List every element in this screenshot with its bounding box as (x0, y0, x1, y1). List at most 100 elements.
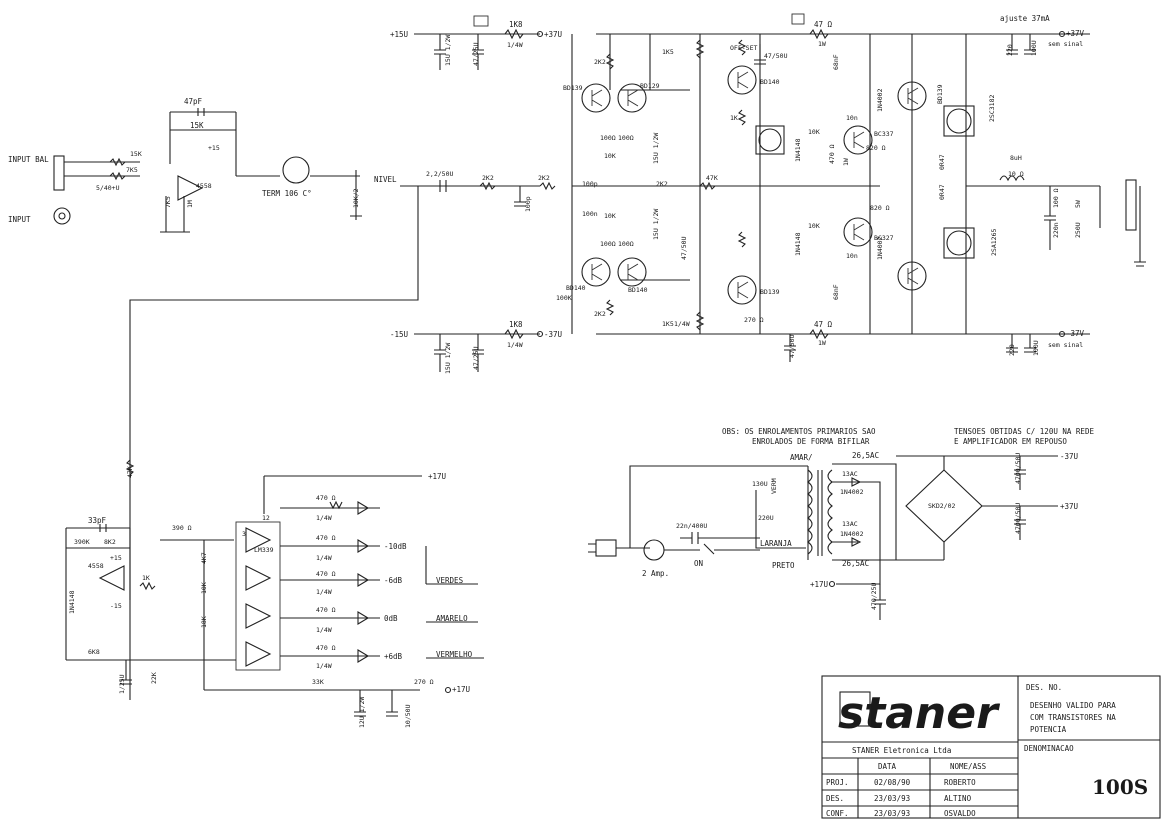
verdes: VERDES (436, 576, 464, 585)
r-100: 100 Ω (1052, 188, 1060, 208)
transistor-bd140-b (581, 257, 611, 287)
c-220-top: 220 (1006, 44, 1014, 56)
sem-sinal-bottom: sem sinal (1048, 341, 1083, 349)
offset-label: OFF-SET (730, 44, 757, 52)
verm: VERM (770, 478, 778, 494)
rail-pos37-in: +37U (544, 30, 562, 39)
rca-jack (53, 207, 71, 225)
c-47-50-b: 47/50U (788, 334, 796, 358)
r-10k-b: 10K (808, 128, 820, 136)
cap-22n: 22n/400U (676, 522, 707, 530)
r-7k5-a: 7K5 (126, 166, 138, 174)
on-label: ON (694, 559, 703, 568)
c-220-bot: 220 (1008, 344, 1016, 356)
op-n15-vu: -15 (110, 602, 122, 610)
row2-date: 23/03/93 (874, 794, 910, 803)
r-22k: 22K (150, 672, 158, 684)
vermelho: VERMELHO (436, 650, 473, 659)
pin12: 12 (262, 514, 270, 522)
r-100-b: 100Ω (618, 134, 634, 142)
title-block: staner DES. NO. DESENHO VALIDO PARA COM … (821, 675, 1161, 819)
pos17: +17U (810, 580, 828, 589)
bd140-a: BD140 (760, 78, 780, 86)
r-470-a: 470 Ω (316, 494, 336, 502)
r-1k8-top: 1K8 (509, 20, 523, 29)
r-15k-a: 15K (130, 150, 142, 158)
transistor-bd129 (617, 83, 647, 113)
input-label: INPUT (8, 215, 31, 224)
power-supply: OBS: OS ENROLAMENTOS PRIMARIOS SAO ENROL… (588, 427, 1094, 620)
thermal-switch (282, 156, 310, 184)
pot-10k: 10K/2 (352, 188, 360, 208)
transistor-bd139-a (581, 83, 611, 113)
r-10k-e: 10K (808, 222, 820, 230)
col-data: DATA (878, 762, 897, 771)
r-47-bot: 47 Ω (814, 320, 833, 329)
transistor-bc337 (843, 125, 873, 155)
c-150: 15U 1/2W (652, 133, 660, 164)
r-0r47-b: 0R47 (938, 184, 946, 200)
row3-date: 23/03/93 (874, 809, 910, 818)
d-1n4148-b: 1N4148 (794, 232, 802, 256)
bd139-d: BD139 (936, 84, 944, 104)
r-22k: 2K2 (656, 180, 668, 188)
bd140-c: BD140 (628, 286, 648, 294)
r-1k8-top-w: 1/4W (507, 41, 523, 49)
d-1n4148-vu: 1N4148 (68, 590, 76, 614)
r-1k5: 1K5 (662, 48, 674, 56)
transistor-bc327 (843, 217, 873, 247)
lvl-0: 0dB (384, 614, 398, 623)
c-100-bot: 100U (1032, 340, 1040, 356)
r-33k: 33K (312, 678, 324, 686)
r-390k: 390K (74, 538, 90, 546)
r-1k5-b: 1K5 (662, 320, 674, 328)
r-1w: 1W (842, 158, 850, 166)
c-150-b: 15U 1/2W (652, 209, 660, 240)
r-1k-w: 1/4W (674, 320, 690, 328)
c-47pf: 47pF (184, 97, 203, 106)
c-47-25: 47/25U (472, 42, 480, 66)
ac-bot: 26,5AC (842, 559, 869, 568)
fuse-label: 2 Amp. (642, 569, 669, 578)
bd139-c: BD139 (760, 288, 780, 296)
r-100-d: 100Ω (618, 240, 634, 248)
fuse (643, 539, 665, 561)
row2-name: ALTINO (944, 794, 972, 803)
plus17-vu-b: +17U (452, 685, 470, 694)
vu-meter: +17U 33pF 390K 8K2 47K 4558 +15 -15 1K 1… (65, 459, 484, 728)
r-1m: 1M (186, 200, 194, 208)
row1-date: 02/08/90 (874, 778, 911, 787)
c-10: 10/50U (404, 704, 412, 728)
bridge-label: SKD2/02 (928, 502, 955, 510)
preto: PRETO (772, 561, 795, 570)
r-270-vu: 270 Ω (414, 678, 434, 686)
logo-mark (839, 691, 871, 727)
term-label: TERM 106 C° (262, 189, 312, 198)
r-470-b: 470 Ω (316, 534, 336, 542)
r-18k: 18K (200, 616, 208, 628)
q-2sa1265: 2SA1265 (990, 229, 998, 256)
c-220n: 220n (1052, 222, 1060, 238)
r-10ohm: 10 Ω (1008, 170, 1024, 178)
transistor-2sa1265 (943, 227, 975, 259)
c-15u: 15U 1/2W (444, 35, 452, 66)
des-no-label: DES. NO. (1026, 683, 1062, 692)
bc337: BC337 (874, 130, 894, 138)
power-amp-bottom-rail: -15U -37U 1K8 1/4W 15U 1/2W 47/25U 47 Ω … (390, 320, 1090, 374)
op-p15: +15 (208, 144, 220, 152)
c-68n: 68nF (832, 54, 840, 70)
r-15k-b: 15K (190, 121, 204, 130)
r-5w: 5W (1074, 200, 1082, 208)
lvl-p6: +6dB (384, 652, 403, 661)
r-10k-d: 10K (604, 212, 616, 220)
d-1n4148: 1N4148 (794, 138, 802, 162)
r-470-d: 470 Ω (316, 606, 336, 614)
r-1k8-bot: 1K8 (509, 320, 523, 329)
bias-sensor-transistor (755, 125, 785, 155)
lvl-m6: -6dB (384, 576, 403, 585)
row2-role: DES. (826, 794, 844, 803)
op-4558-vu: 4558 (88, 562, 104, 570)
tensoes-line2: E AMPLIFICADOR EM REPOUSO (954, 437, 1067, 446)
c-1-25: 1/25U (118, 674, 126, 694)
bd139-a: BD139 (563, 84, 583, 92)
